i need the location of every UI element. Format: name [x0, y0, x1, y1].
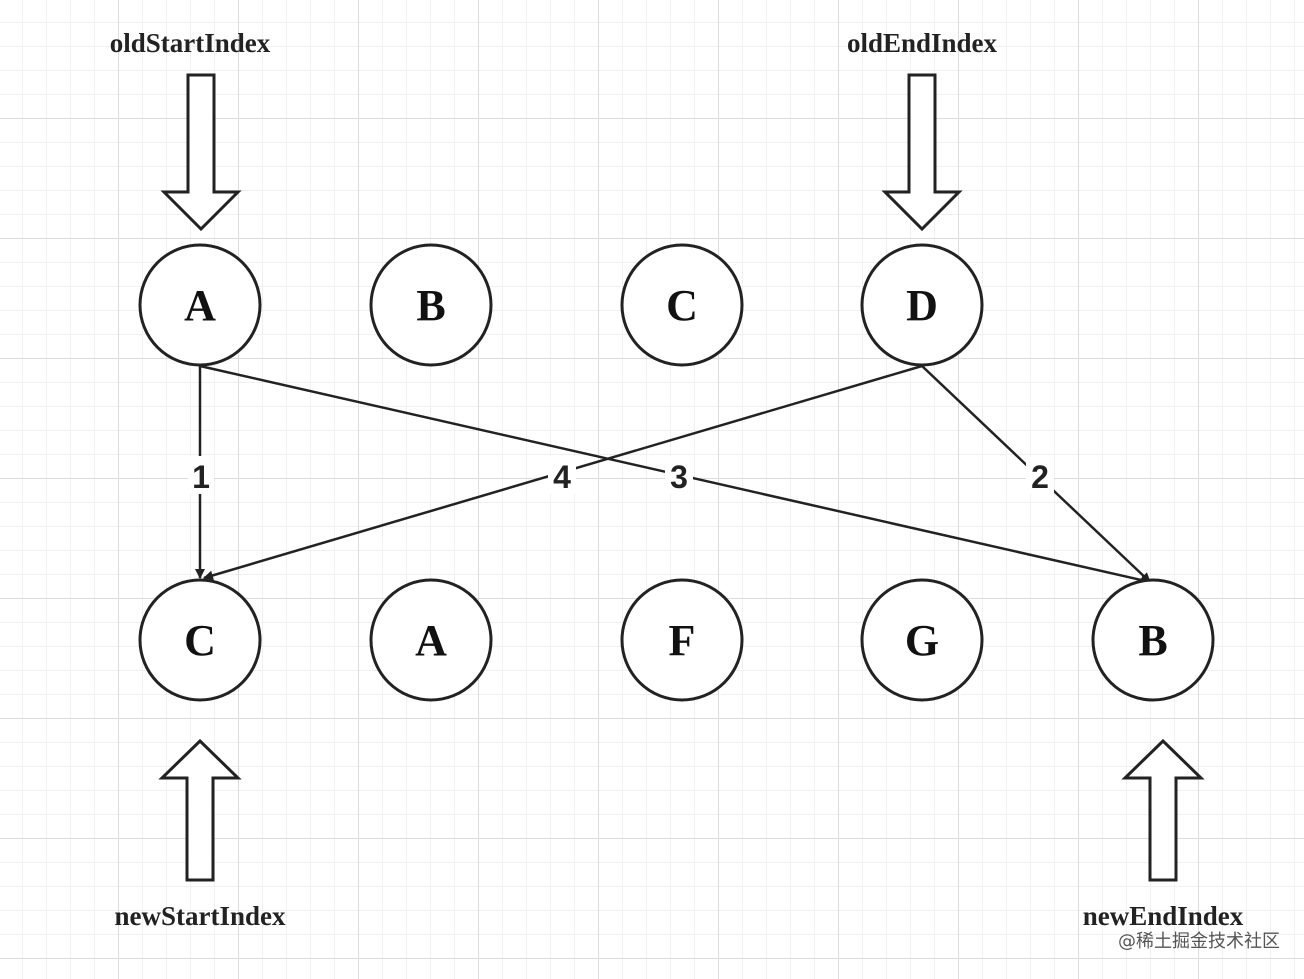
new-node-4-label: B: [1138, 616, 1167, 665]
new-end-up-arrow: [1121, 738, 1205, 882]
old-node-2: C: [620, 243, 744, 367]
old-node-0: A: [138, 243, 262, 367]
new-start-up-arrow: [158, 738, 242, 882]
new-node-4: B: [1091, 578, 1215, 702]
edge-2-label: 2: [1031, 459, 1049, 495]
old-start-down-arrow: [160, 73, 242, 232]
old-node-0-label: A: [184, 281, 216, 330]
watermark: @稀土掘金技术社区: [1118, 931, 1280, 952]
edge-2-label-bg: [1026, 456, 1054, 494]
old-node-1-label: B: [416, 281, 445, 330]
new-node-0-label: C: [184, 616, 216, 665]
edge-4-label-bg: [548, 456, 576, 494]
new-node-3-label: G: [905, 616, 939, 665]
old-node-3: D: [860, 243, 984, 367]
old-node-1: B: [369, 243, 493, 367]
edge-1-label-bg: [188, 456, 214, 494]
edge-1-label: 1: [192, 459, 210, 495]
new-node-1-label: A: [415, 616, 447, 665]
edge-3-label-bg: [665, 456, 693, 494]
edge-4-label: 4: [553, 459, 571, 495]
old-node-3-label: D: [906, 281, 938, 330]
new-node-1: A: [369, 578, 493, 702]
new-node-3: G: [860, 578, 984, 702]
old-end-index-label: oldEndIndex: [847, 28, 998, 58]
new-end-index-label: newEndIndex: [1083, 901, 1244, 931]
old-end-down-arrow: [881, 73, 963, 232]
old-start-index-label: oldStartIndex: [110, 28, 271, 58]
new-node-2-label: F: [669, 616, 696, 665]
new-node-0: C: [138, 578, 262, 702]
new-node-2: F: [620, 578, 744, 702]
new-start-index-label: newStartIndex: [114, 901, 286, 931]
edge-3-label: 3: [670, 459, 688, 495]
old-node-2-label: C: [666, 281, 698, 330]
